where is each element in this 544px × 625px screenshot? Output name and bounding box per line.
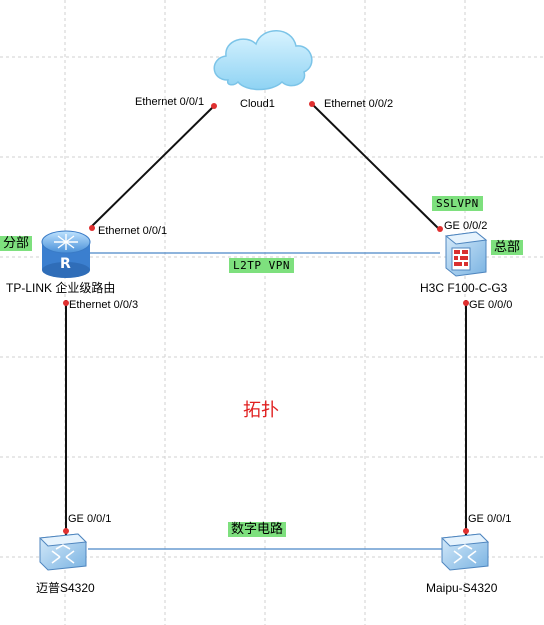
port-label-sw-left: GE 0/0/1 <box>68 513 112 525</box>
port-dot <box>463 300 469 306</box>
switch-right-icon[interactable] <box>440 533 490 571</box>
port-dots <box>63 101 469 534</box>
port-dot <box>211 103 217 109</box>
port-dot <box>463 528 469 534</box>
link-cloud-router[interactable] <box>89 105 215 229</box>
port-dot <box>63 300 69 306</box>
l2tp-vpn-tag: L2TP VPN <box>229 258 294 273</box>
port-label-router-up: Ethernet 0/0/1 <box>98 225 168 237</box>
switch-right-label: Maipu-S4320 <box>426 581 498 595</box>
switch-left-label: 迈普S4320 <box>36 581 95 595</box>
router-label: TP-LINK 企业级路由 <box>6 281 116 295</box>
site-tag-hq: 总部 <box>491 240 524 255</box>
port-label-cloud-right: Ethernet 0/0/2 <box>324 98 394 110</box>
port-label-sw-right: GE 0/0/1 <box>468 513 512 525</box>
port-dot <box>437 226 443 232</box>
firewall-icon[interactable] <box>444 231 488 277</box>
port-label-fw-up: GE 0/0/2 <box>444 220 488 232</box>
links <box>65 103 467 550</box>
cloud-icon[interactable] <box>213 30 313 91</box>
sslvpn-tag: SSLVPN <box>432 196 483 211</box>
svg-text:R: R <box>60 256 71 272</box>
topology-title: 拓扑 <box>243 400 279 421</box>
cloud-label: Cloud1 <box>240 98 275 110</box>
switch-left-icon[interactable] <box>38 533 88 571</box>
site-tag-branch: 分部 <box>0 236 33 251</box>
port-dot <box>63 528 69 534</box>
port-dot <box>89 225 95 231</box>
port-label-cloud-left: Ethernet 0/0/1 <box>135 96 205 108</box>
port-dot <box>309 101 315 107</box>
port-label-router-down: Ethernet 0/0/3 <box>69 299 139 311</box>
link-cloud-firewall[interactable] <box>311 103 441 231</box>
digital-circuit-tag: 数字电路 <box>228 522 287 537</box>
firewall-label: H3C F100-C-G3 <box>420 281 508 295</box>
router-icon[interactable]: R <box>41 230 91 278</box>
port-label-fw-down: GE 0/0/0 <box>469 299 513 311</box>
